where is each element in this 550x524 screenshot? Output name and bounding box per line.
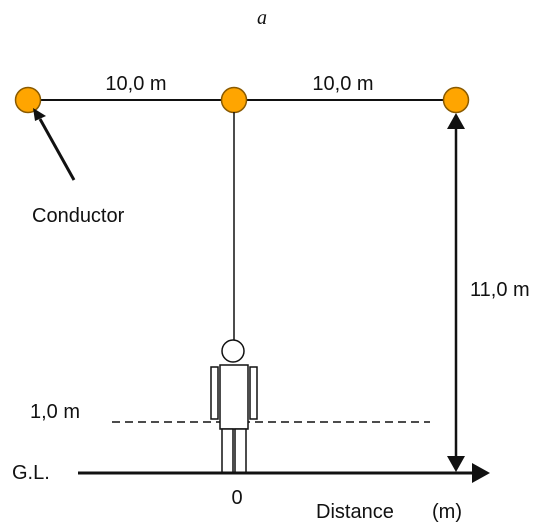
ground-arrowhead xyxy=(472,463,490,483)
conductor-label: Conductor xyxy=(32,205,125,227)
spacing-label-left: 10,0 m xyxy=(105,73,166,95)
person-body xyxy=(219,364,249,430)
spacing-label-right: 10,0 m xyxy=(312,73,373,95)
conductor-left xyxy=(14,86,42,114)
axis-unit-label: (m) xyxy=(432,501,462,523)
height-label: 11,0 m xyxy=(470,279,530,301)
height-arrowhead-bottom xyxy=(447,456,465,472)
conductor-pointer-arrowhead xyxy=(33,108,46,121)
panel-letter: a xyxy=(257,7,267,29)
person-figure xyxy=(210,339,258,474)
person-arm-right xyxy=(249,366,258,420)
conductor-pointer-arrow xyxy=(38,118,76,181)
person-arm-left xyxy=(210,366,219,420)
person-leg-right xyxy=(234,428,247,474)
conductor-center xyxy=(220,86,248,114)
axis-label: Distance xyxy=(316,501,394,523)
height-arrowhead-top xyxy=(447,113,465,129)
reference-height-label: 1,0 m xyxy=(30,401,80,423)
ground-label: G.L. xyxy=(12,462,50,484)
person-leg-left xyxy=(221,428,234,474)
origin-label: 0 xyxy=(231,487,242,509)
conductor-right xyxy=(442,86,470,114)
person-head xyxy=(221,339,245,363)
